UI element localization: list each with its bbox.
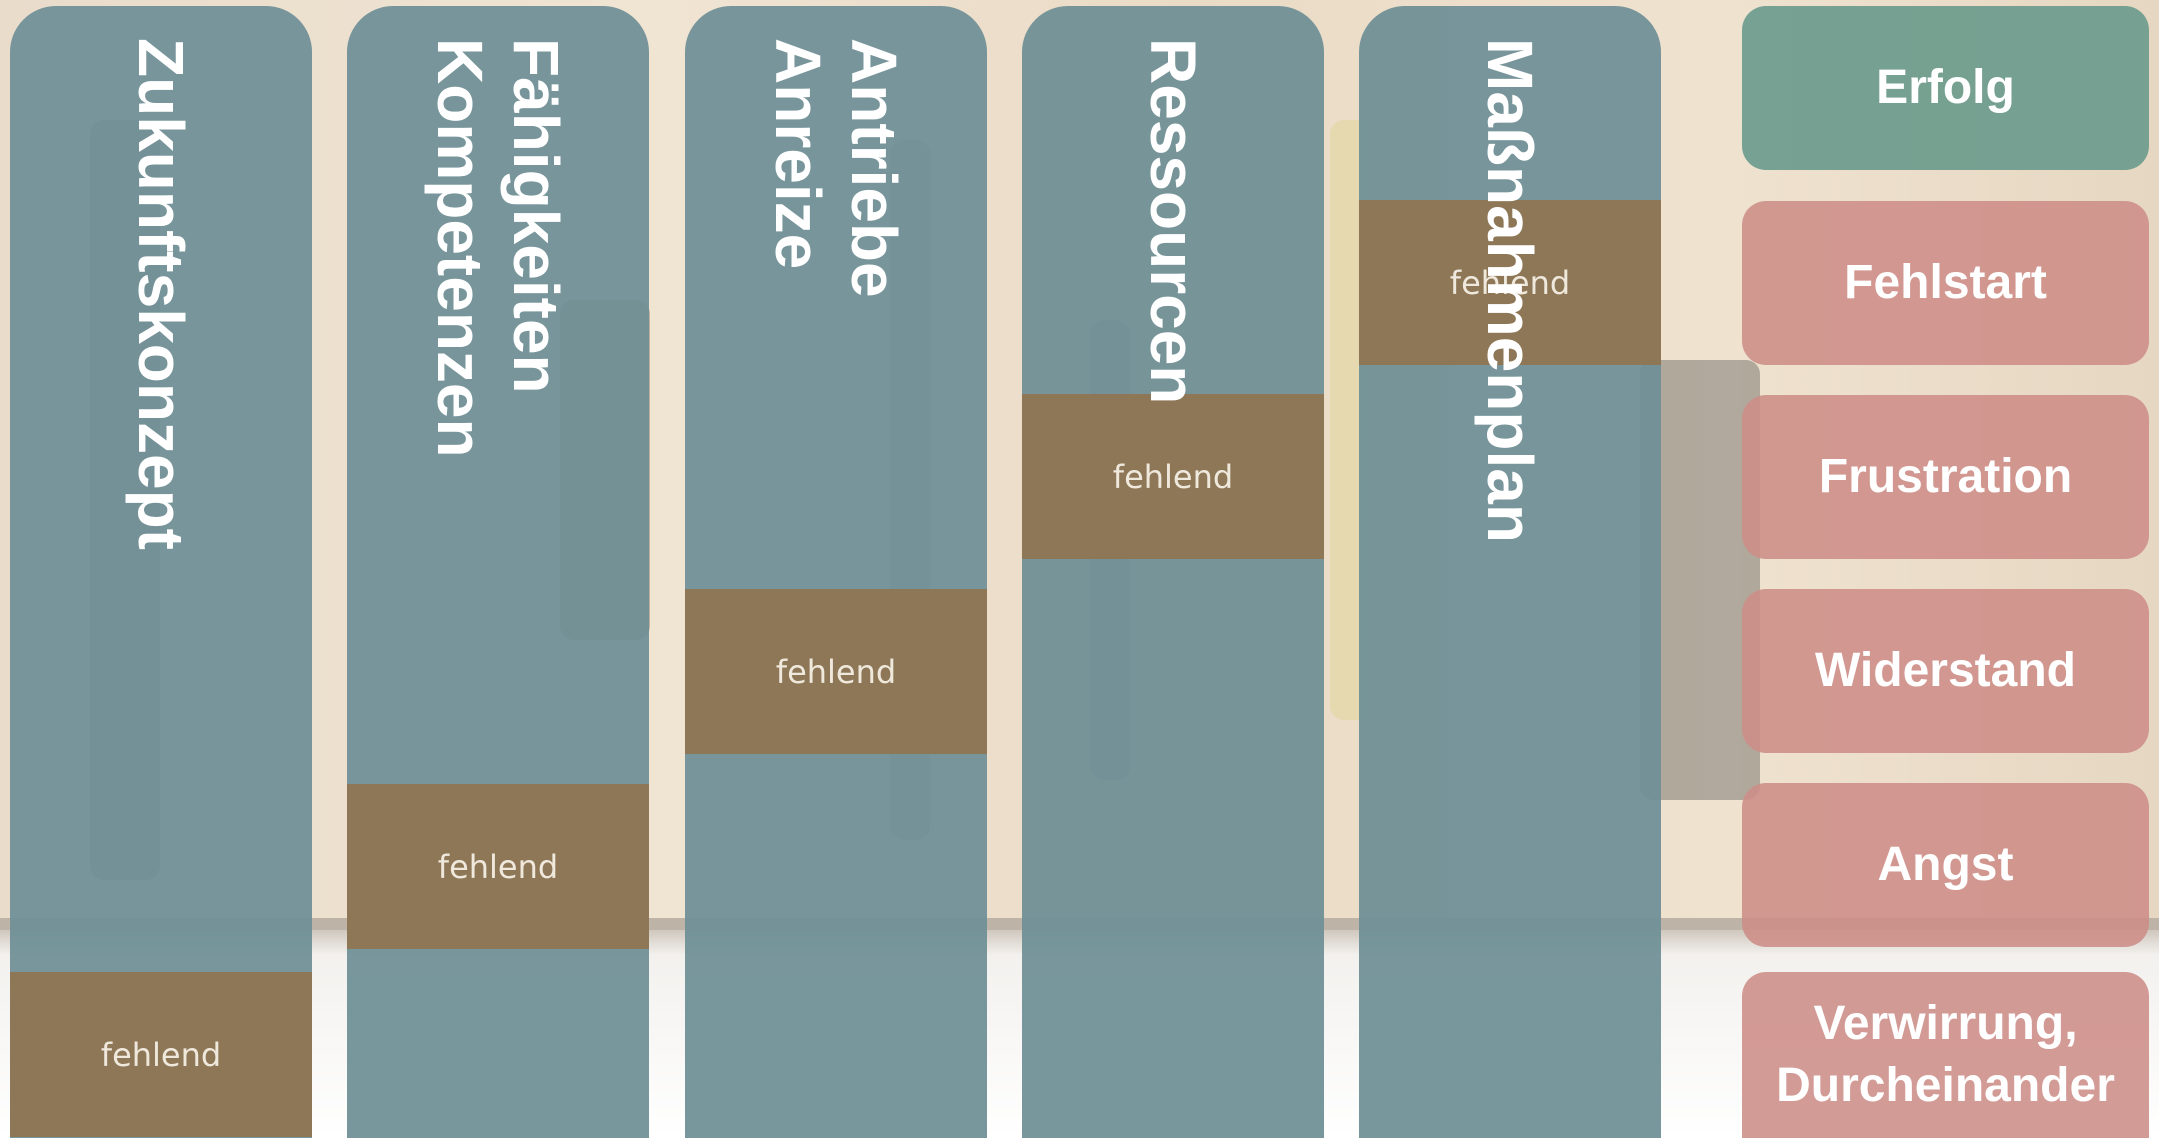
column-title: Fähigkeiten Kompetenzen [347,38,649,458]
column-zukunftskonzept: Zukunftskonzept fehlend [10,6,312,1138]
column-title-line: Maßnahmenplan [1474,38,1546,543]
column-title: Antriebe Anreize [685,38,987,298]
column-antriebe-anreize: Antriebe Anreize fehlend [685,6,987,1138]
outcome-label: Angst [1877,837,2014,891]
missing-label: fehlend [437,847,559,886]
outcome-verwirrung: Verwirrung, Durcheinander [1742,972,2149,1138]
missing-label: fehlend [1449,263,1571,302]
column-title-line: Anreize [762,38,834,270]
column-ressourcen: fehlend Ressourcen [1022,6,1324,1138]
missing-block: fehlend [1022,394,1324,559]
missing-block: fehlend [1359,200,1661,365]
column-title-line: Zukunftskonzept [125,38,197,550]
outcome-widerstand: Widerstand [1742,589,2149,753]
outcome-label: Erfolg [1876,60,2015,114]
outcome-erfolg: Erfolg [1742,6,2149,170]
outcome-frustration: Frustration [1742,395,2149,559]
missing-block: fehlend [347,784,649,949]
missing-label: fehlend [1112,457,1234,496]
outcome-label: Fehlstart [1844,255,2047,309]
column-title-line: Antriebe [838,38,910,298]
outcome-label: Widerstand [1815,643,2076,697]
column-title: Maßnahmenplan [1359,38,1661,543]
column-title: Ressourcen [1022,38,1324,404]
column-title-line: Ressourcen [1137,38,1209,405]
column-faehigkeiten-kompetenzen: Fähigkeiten Kompetenzen fehlend [347,6,649,1138]
missing-block: fehlend [685,589,987,754]
column-title-line: Kompetenzen [424,38,496,458]
outcome-label: Frustration [1818,449,2073,503]
missing-label: fehlend [100,1035,222,1074]
missing-block: fehlend [10,972,312,1137]
outcome-fehlstart: Fehlstart [1742,201,2149,365]
missing-label: fehlend [775,652,897,691]
outcome-angst: Angst [1742,783,2149,947]
column-title-line: Fähigkeiten [500,38,572,394]
column-massnahmenplan: fehlend Maßnahmenplan [1359,6,1661,1138]
outcome-label: Verwirrung, Durcheinander [1776,996,2115,1112]
column-title: Zukunftskonzept [10,38,312,550]
